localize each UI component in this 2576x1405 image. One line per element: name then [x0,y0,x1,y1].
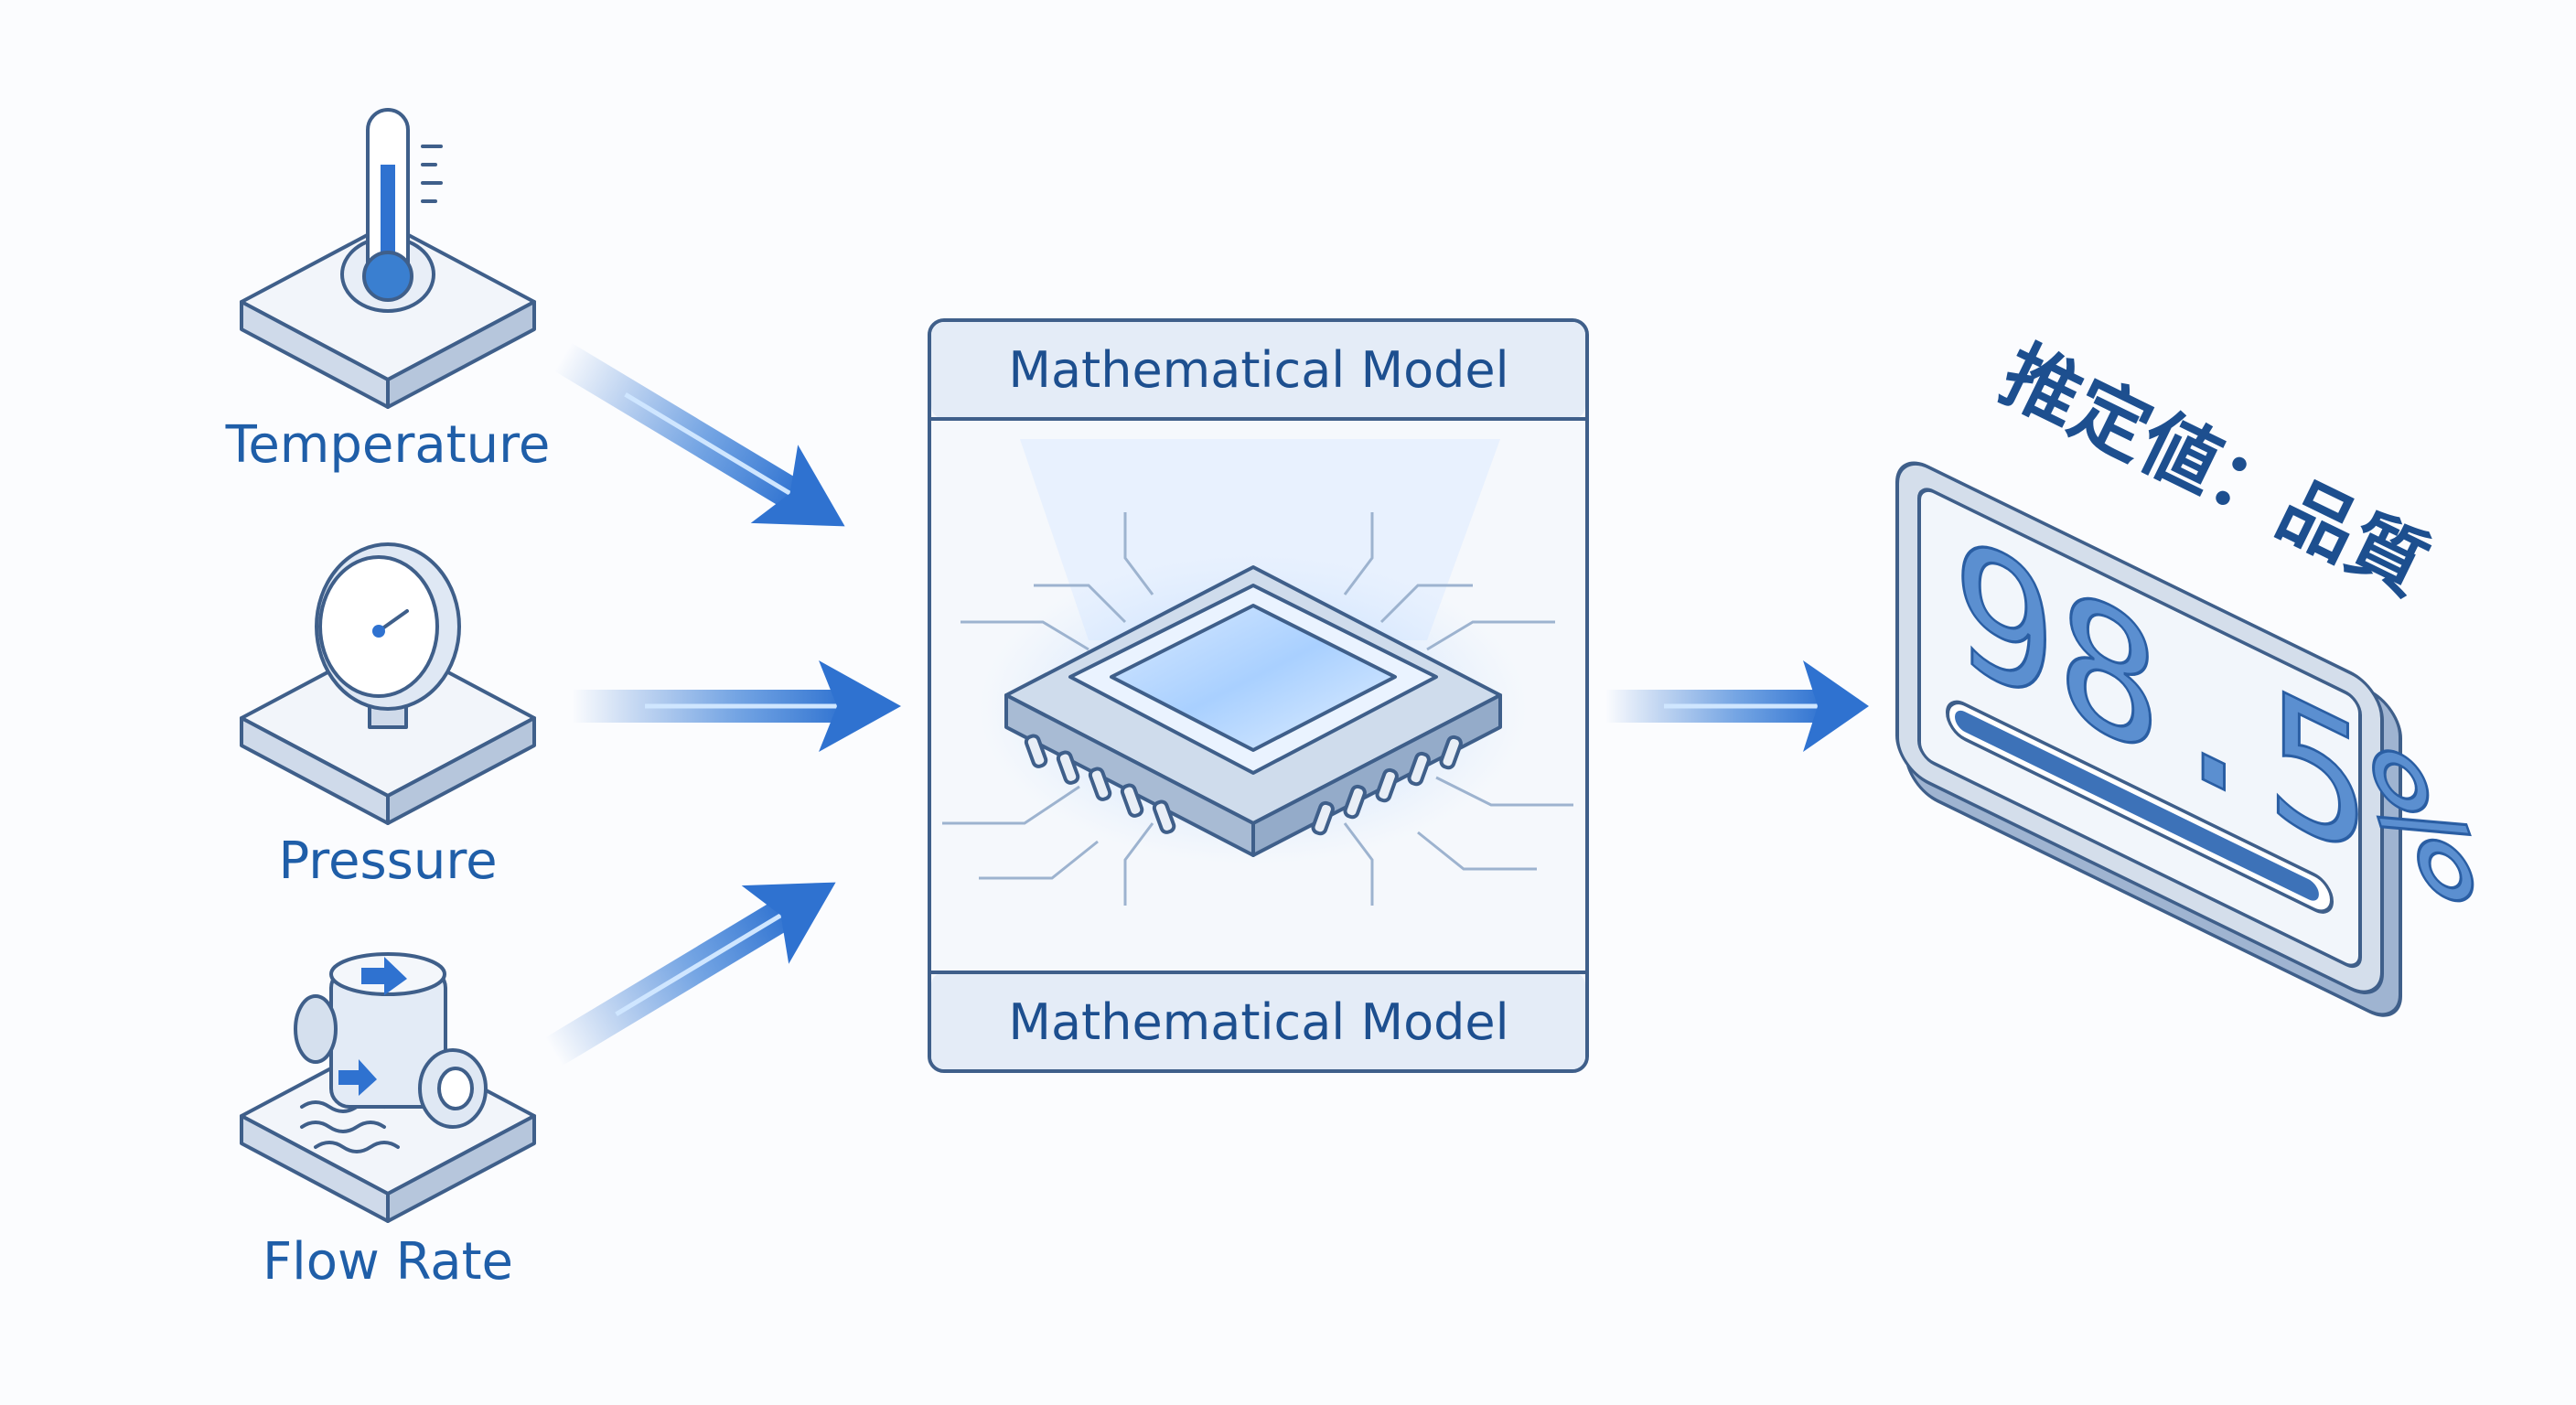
thermometer-icon [240,108,536,409]
input-label-temperature: Temperature [225,415,551,475]
input-label-pressure: Pressure [278,831,497,891]
input-temperature: Temperature [225,108,551,475]
input-label-flow-rate: Flow Rate [263,1232,513,1292]
arrow-pressure-to-model [572,660,901,752]
flow-valve-icon [240,952,536,1223]
input-pressure: Pressure [240,542,536,891]
pressure-gauge-icon [240,542,536,825]
output-display: 推定値：品質 98.5% [1895,329,2476,1017]
arrow-temperature-to-model [539,317,868,565]
quality-progress-fill [1955,710,2319,901]
arrow-model-to-output [1605,660,1869,752]
model-header: Mathematical Model [1008,341,1508,399]
input-flow-rate: Flow Rate [240,952,536,1292]
model-footer: Mathematical Model [1008,993,1508,1051]
processor-chip-icon [942,439,1573,906]
model-box: Mathematical Model Mathematical Model [928,318,1589,1073]
arrow-flow-to-model [530,843,859,1091]
